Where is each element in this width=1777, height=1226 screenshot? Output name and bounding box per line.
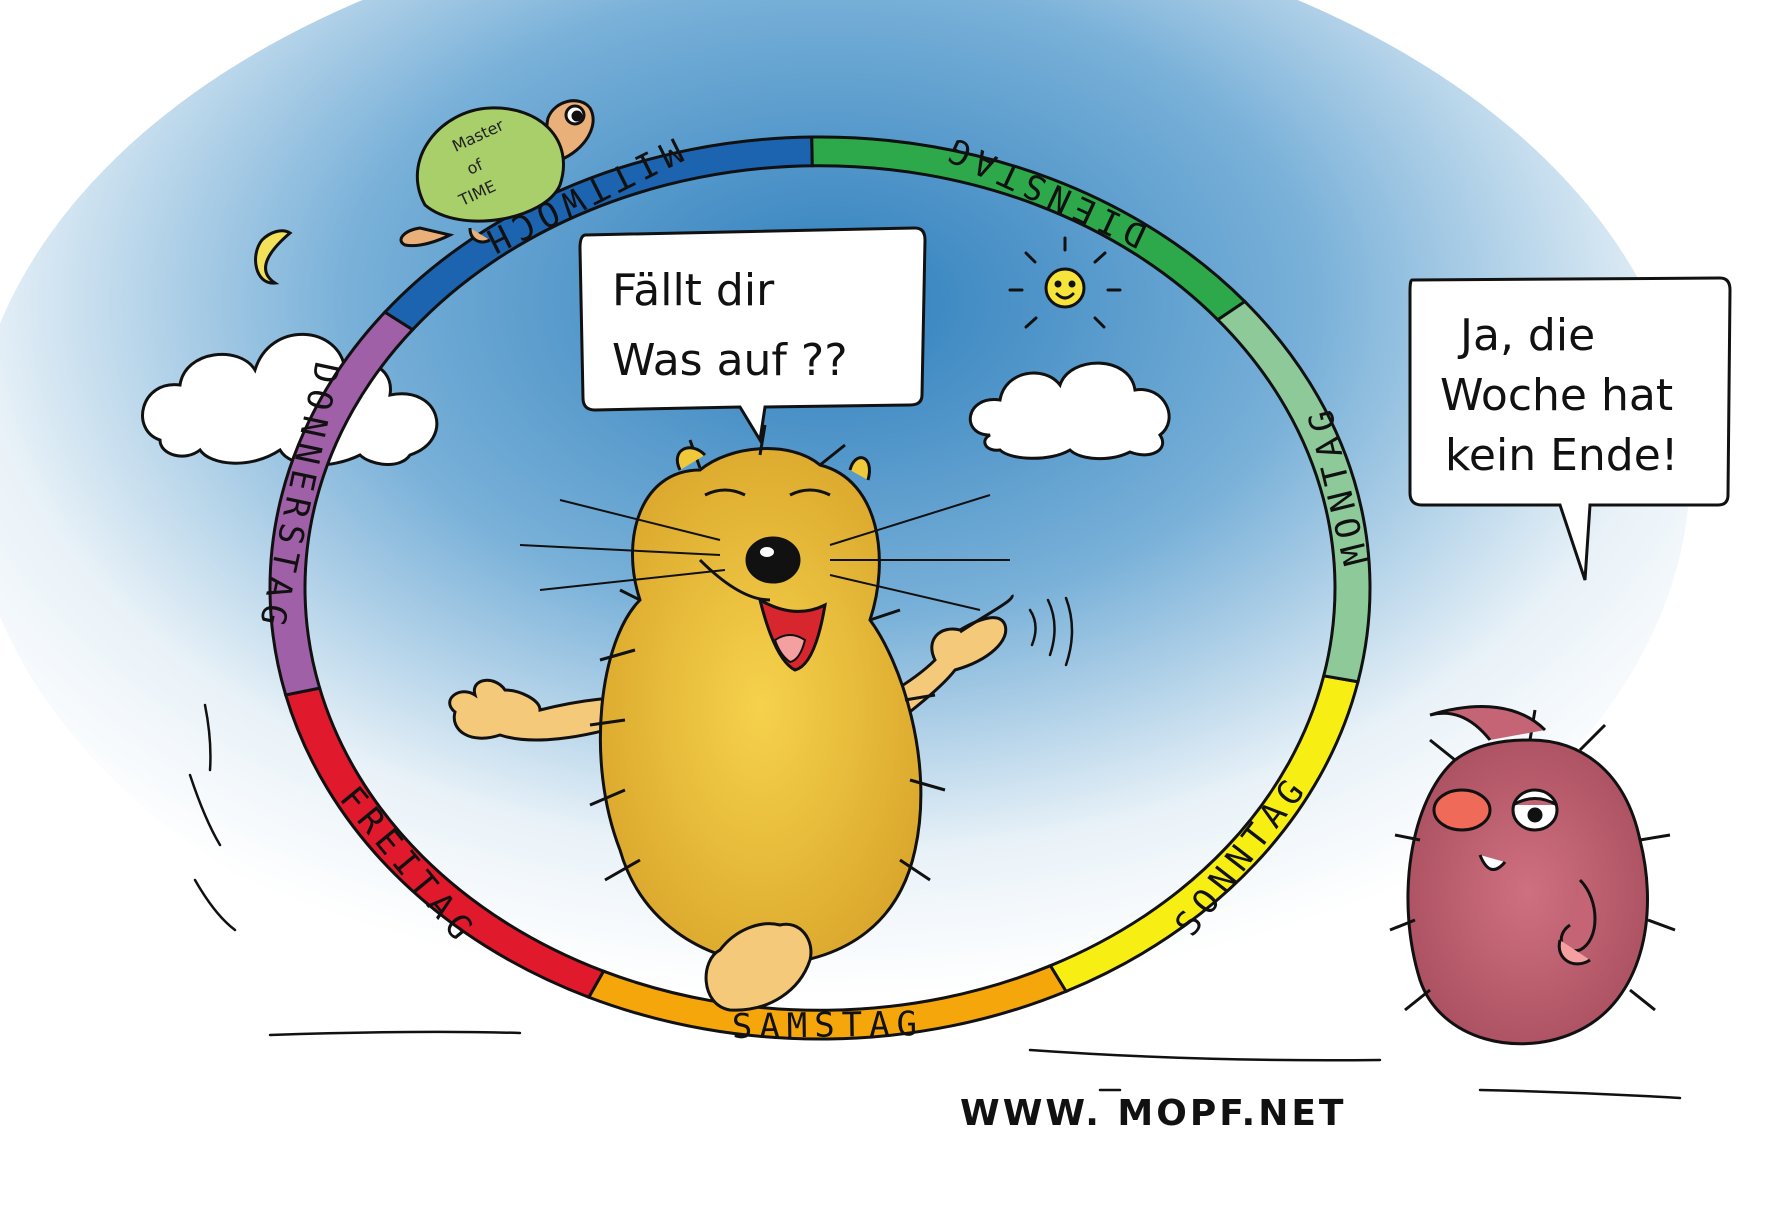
ring-segment-montag xyxy=(1215,299,1372,684)
bubble-right-line-2: Woche hat xyxy=(1440,370,1673,421)
bubble-right-line-3: kein Ende! xyxy=(1445,430,1678,481)
ground-lines xyxy=(268,1030,1682,1100)
speech-bubble-left: Fällt dir Was auf ?? xyxy=(578,226,927,445)
speech-bubble-right: Ja, die Woche hat kein Ende! xyxy=(1408,276,1732,581)
yellow-creature xyxy=(448,424,1014,1012)
bubble-left-line-2: Was auf ?? xyxy=(612,335,848,386)
sun-icon xyxy=(1008,236,1122,329)
turtle: Master of TIME xyxy=(399,99,595,248)
ring-label-samstag: SAMSTAG xyxy=(732,1004,925,1047)
website-url: WWW. MOPF.NET xyxy=(960,1093,1346,1134)
motion-lines-hand xyxy=(1028,596,1074,667)
pink-creature xyxy=(1389,705,1676,1046)
motion-lines-left xyxy=(188,703,237,932)
moon-icon xyxy=(254,229,293,285)
bubble-left-line-1: Fällt dir xyxy=(612,265,775,316)
cloud-right xyxy=(968,361,1171,461)
bubble-right-line-1: Ja, die xyxy=(1457,310,1595,361)
